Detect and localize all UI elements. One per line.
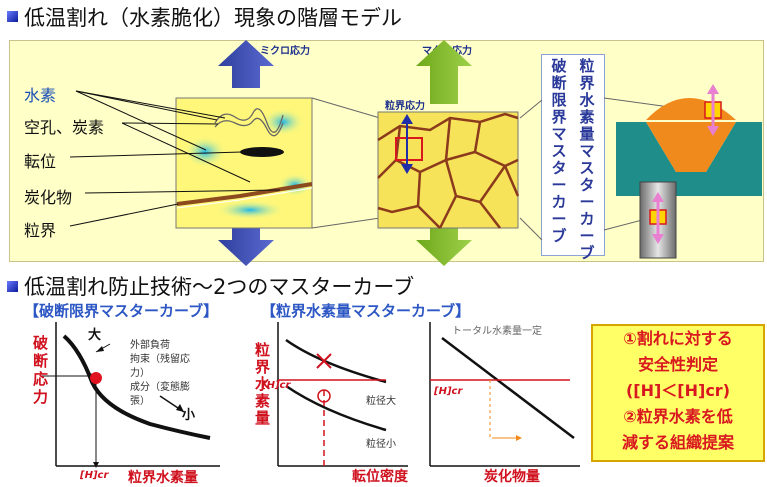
fracture-limit-text: 破断限界マスターカーブ (551, 57, 567, 245)
label-grain-boundary: 粒界 (24, 221, 57, 240)
micro-structure-block (175, 97, 313, 229)
conclusion-line-2: 安全性判定 (637, 355, 718, 374)
series-large-grain (285, 338, 387, 384)
conclusion-line-3: ([H]＜[H]cr) (625, 381, 731, 400)
small-label: 小 (182, 408, 196, 423)
conclusion-line-5: 減する組織提案 (621, 433, 734, 452)
series-small-grain (285, 384, 387, 432)
master-curve-vertical-box (541, 54, 605, 256)
page-title: 低温割れ（水素脆化）現象の階層モデル (24, 6, 402, 30)
chart1-annotation-2: 拘束（残留応 (130, 354, 190, 365)
chart2-ytick: [H]cr (262, 380, 291, 391)
grain-hydrogen-vertical-text: 粒界水素量マスターカーブ (578, 58, 596, 262)
label-pointer-lines (69, 90, 281, 227)
carbide-chart (429, 322, 580, 467)
weld-joint-drawing (616, 84, 762, 196)
large-label: 大 (88, 328, 102, 343)
section2-bullet (7, 281, 18, 292)
conclusion-line-1: ①割れに対する (623, 329, 733, 348)
series-label-large: 粒径大 (366, 396, 396, 407)
label-hydrogen: 水素 (24, 86, 57, 105)
grain-hydrogen-chart (277, 322, 408, 467)
grain-stress-label: 粒界応力 (385, 101, 425, 112)
fracture-limit-vertical-text: 破断限界マスターカーブ (550, 58, 568, 245)
section2-title: 低温割れ防止技術～2つのマスターカーブ (24, 275, 415, 299)
chart2-ylabel-text: 粒界水素量 (255, 341, 271, 427)
label-dislocation: 転位 (24, 152, 57, 171)
fracture-curve (62, 334, 211, 440)
chart2-xlabel: 転位密度 (352, 469, 408, 485)
series-label-small: 粒径小 (366, 439, 396, 450)
grain-structure-block (377, 111, 520, 229)
grain-hydrogen-curve-subtitle: 【粒界水素量マスターカーブ】 (261, 302, 471, 320)
chart1-annotation-3: 力） (130, 368, 150, 379)
fracture-curve-subtitle: 【破断限界マスターカーブ】 (24, 302, 219, 320)
chart2-ylabel: 粒界水素量 (255, 342, 271, 427)
macro-stress-arrows (416, 40, 472, 266)
critical-point-marker (90, 372, 102, 384)
hierarchy-diagram (69, 40, 762, 266)
chart1-ylabel: 破断応力 (33, 334, 51, 406)
chart3-xlabel: 炭化物量 (484, 469, 540, 485)
title-bullet (7, 11, 18, 22)
specimen-cylinder (639, 181, 677, 259)
micro-stress-label: ミクロ応力 (260, 46, 310, 57)
chart3-note: トータル水素量一定 (452, 326, 542, 337)
chart1-annotation-5: 張） (130, 396, 150, 407)
micro-stress-arrows (218, 40, 274, 266)
conclusion-line-4: ②粒界水素を低 (623, 407, 733, 426)
conclusion-box: ①割れに対する 安全性判定 ([H]＜[H]cr) ②粒界水素を低 減する組織提… (591, 324, 765, 462)
carbide-trend-line (441, 337, 575, 439)
label-vacancy-carbon: 空孔、炭素 (24, 118, 105, 137)
label-carbide: 炭化物 (24, 188, 73, 207)
chart1-xtick: [H]cr (80, 470, 109, 481)
chart3-ytick: [H]cr (434, 386, 463, 397)
chart1-annotation-1: 外部負荷 (130, 340, 170, 351)
fracture-limit-chart (42, 322, 220, 468)
grain-hydrogen-text: 粒界水素量マスターカーブ (579, 57, 595, 262)
chart1-xlabel: 粒界水素量 (128, 470, 198, 486)
chart1-ylabel-text: 破断応力 (33, 334, 49, 406)
chart1-annotation-4: 成分（変態膨 (130, 382, 190, 393)
